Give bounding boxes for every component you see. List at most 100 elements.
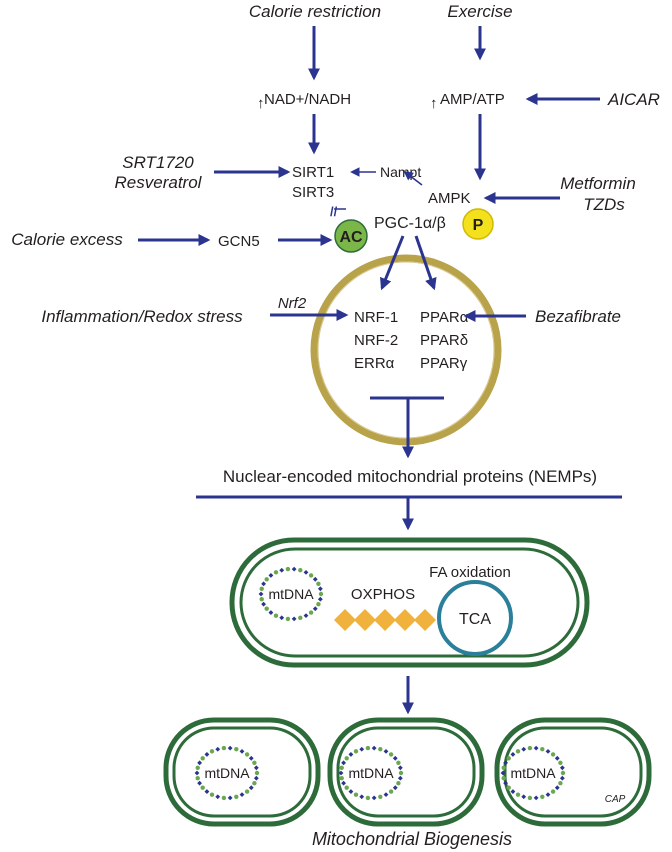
mtdna-dot — [378, 794, 383, 799]
mtdna-main-label: mtDNA — [268, 586, 314, 602]
mtdna-diamond — [348, 752, 354, 757]
mtdna-dot — [540, 747, 545, 752]
mtdna-diamond — [261, 581, 266, 587]
mtdna-dot — [200, 756, 205, 761]
mtdna-diamond — [359, 794, 365, 800]
mitochondrion-inner-membrane — [239, 547, 580, 658]
mtdna-dot — [515, 749, 521, 754]
mtdna-dot — [501, 765, 506, 770]
pgc1-label: PGC-1α/β — [374, 215, 446, 232]
mtdna-dot — [365, 745, 371, 751]
mtdna-dot — [200, 785, 205, 790]
fa-oxidation-label: FA oxidation — [429, 564, 511, 581]
mtdna-dot — [221, 795, 227, 801]
mtdna-diamond — [268, 610, 274, 615]
mtdna-dot — [550, 752, 556, 757]
mtdna-dot — [285, 616, 291, 622]
sirt3-label: SIRT3 — [292, 184, 334, 201]
mtdna-diamond — [371, 745, 377, 751]
mtdna-dot — [195, 765, 200, 770]
mtdna-dot — [365, 795, 371, 801]
pparg-label: PPARγ — [420, 355, 468, 372]
mtdna-dot — [378, 747, 383, 752]
mtdna-dot — [316, 581, 321, 586]
mtdna-diamond — [397, 765, 403, 771]
oxphos-complex-3 — [374, 609, 396, 631]
mtdna-dot — [259, 586, 264, 591]
mtdna-dot — [527, 795, 533, 801]
mtdna-dot — [388, 752, 394, 757]
mtdna-dot — [527, 745, 533, 751]
mtdna-dot — [244, 789, 250, 794]
bezafibrate-label: Bezafibrate — [535, 307, 621, 326]
mtdna-dot — [318, 591, 324, 597]
mtdna-diamond — [239, 792, 245, 798]
mtdna-dot — [209, 749, 215, 754]
mtdna-diamond — [348, 789, 354, 794]
mtdna-diamond — [194, 770, 200, 776]
nucleus-ring — [310, 254, 502, 446]
mtdna-dot — [209, 792, 215, 797]
ampk-label: AMPK — [428, 190, 471, 207]
mtdna-dot — [506, 756, 511, 761]
mtdna-diamond — [197, 760, 202, 766]
mtdna-diamond — [248, 755, 254, 761]
exercise-label: Exercise — [447, 2, 512, 21]
mtdna-diamond — [503, 780, 508, 786]
mtdna-diamond — [359, 746, 365, 752]
mtdna-diamond — [383, 792, 389, 798]
mtdna-ring-main — [258, 566, 324, 622]
mtdna-diamond — [500, 770, 506, 776]
srt1720-label: SRT1720 — [122, 153, 194, 172]
mtdna-dot — [388, 789, 394, 794]
mtdna-dot — [252, 760, 257, 765]
mtdna-dot — [501, 776, 506, 781]
mtdna-dot — [264, 606, 269, 611]
mtdna-diamond — [545, 748, 551, 754]
mtdna-dot — [234, 747, 239, 752]
acetylation-label: AC — [339, 229, 363, 246]
mtdna-dot — [308, 573, 314, 578]
mtdna-dot — [344, 756, 349, 761]
erra-label: ERRα — [354, 355, 395, 372]
resveratrol-label: Resveratrol — [115, 173, 203, 192]
nad-up-arrow: ↑ — [257, 95, 265, 112]
ppard-label: PPARδ — [420, 332, 468, 349]
mtdna-dot — [264, 577, 269, 582]
mtdna-diamond — [204, 752, 210, 757]
cap-label: CAP — [605, 794, 626, 805]
mtdna-dot — [273, 570, 279, 575]
mtdna-diamond — [215, 794, 221, 800]
mtdna-diamond — [559, 775, 565, 781]
daughter-2-inner — [336, 726, 476, 818]
mtdna-dot — [195, 776, 200, 781]
mtdna-diamond — [392, 785, 398, 791]
mtdna-dot — [506, 785, 511, 790]
mtdna-diamond — [341, 780, 346, 786]
mtdna-diamond — [559, 765, 565, 771]
mtdna-dot — [254, 770, 260, 776]
ppara-label: PPARα — [420, 309, 469, 326]
mtdna-dot — [221, 745, 227, 751]
mito-biogenesis-caption: Mitochondrial Biogenesis — [312, 829, 512, 849]
mtdna-dot — [298, 615, 303, 620]
mtdna-dot — [344, 785, 349, 790]
mtdna-diamond — [383, 748, 389, 754]
mtdna-diamond — [279, 567, 285, 573]
aicar-label: AICAR — [607, 90, 660, 109]
mtdna-diamond — [253, 775, 259, 781]
mtdna-dot — [558, 781, 563, 786]
mtdna-ring-daughter-1 — [194, 745, 260, 801]
mtdna-diamond — [197, 780, 202, 786]
mtdna-dot — [353, 792, 359, 797]
mtdna-dot — [339, 776, 344, 781]
mtdna-diamond — [510, 789, 516, 794]
daughter-2-outer — [327, 717, 485, 827]
calorie-restriction-label: Calorie restriction — [249, 2, 381, 21]
mtdna-dot — [396, 760, 401, 765]
mtdna-diamond — [317, 586, 323, 592]
mtdna-diamond — [545, 792, 551, 798]
mtdna-diamond — [239, 748, 245, 754]
